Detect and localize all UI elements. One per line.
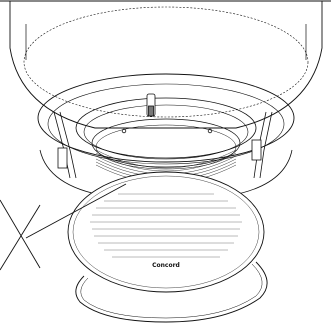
glass-lens: Concord (67, 171, 265, 293)
mounting-clip-top (146, 93, 156, 117)
brand-logo: Concord (152, 262, 180, 269)
inner-housing (75, 97, 257, 170)
lens-text-rules (90, 193, 242, 258)
ceiling-canopy (0, 0, 331, 129)
retaining-ring (75, 261, 268, 323)
callout-leader (0, 183, 127, 271)
spring-clip-left (53, 111, 77, 179)
spring-clip-right (251, 111, 273, 179)
